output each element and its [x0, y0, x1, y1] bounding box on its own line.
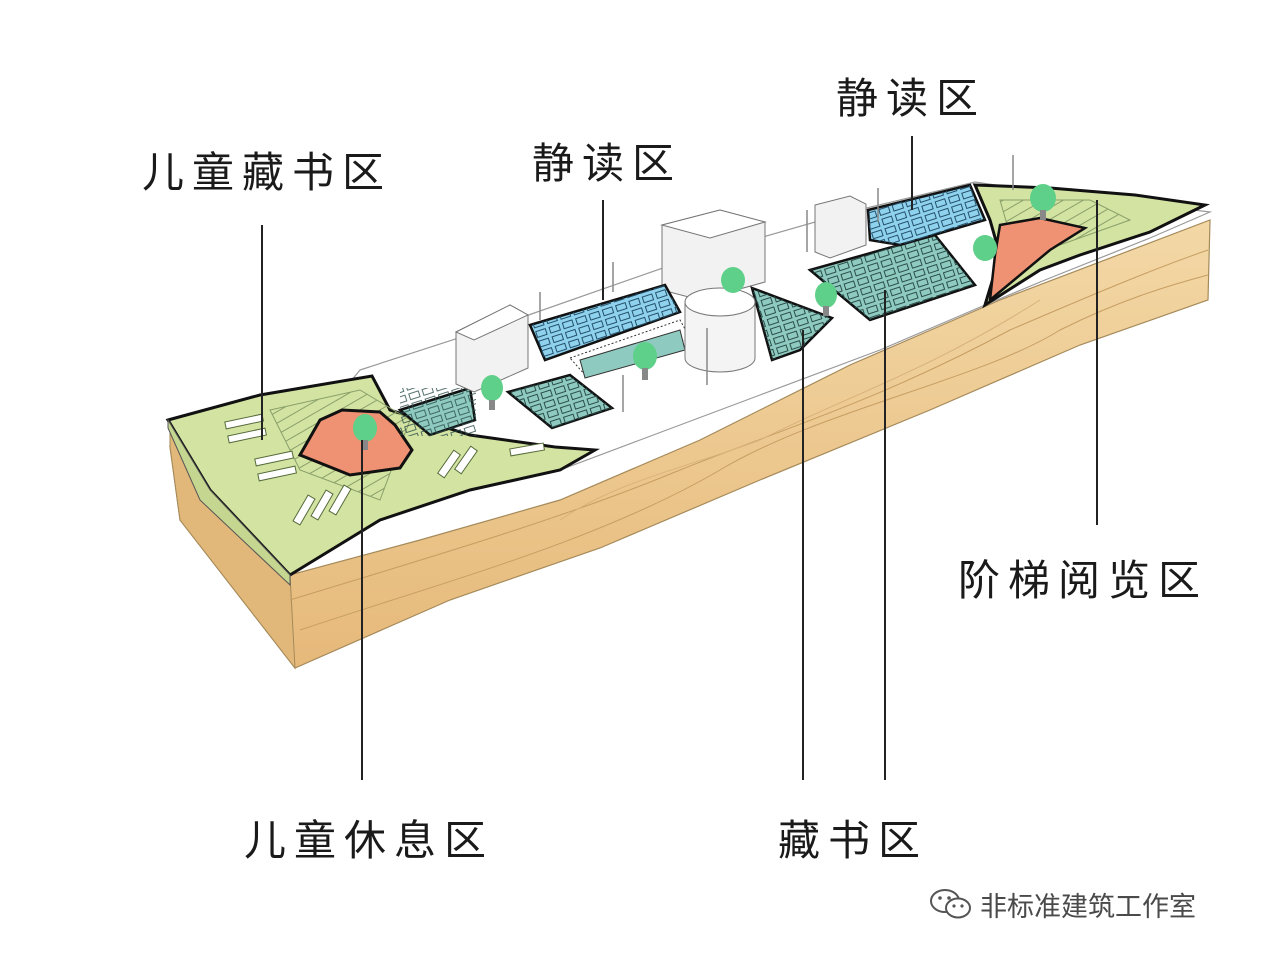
lamp-posts — [539, 155, 1014, 412]
tree-icon — [353, 414, 377, 450]
service-box-right — [814, 195, 867, 259]
service-box-left — [454, 304, 530, 393]
children-rest-zone — [297, 408, 414, 477]
terrain-contour-line — [299, 274, 1209, 631]
label-quiet-reading-center: 静读区 — [532, 139, 683, 188]
children-bookshelves — [224, 413, 546, 526]
wechat-icon — [930, 889, 971, 919]
cylinder-tower — [684, 287, 756, 373]
tree-icon — [815, 282, 837, 316]
tree-icon — [1030, 184, 1056, 220]
tree-icon — [973, 235, 997, 261]
tree-icon — [721, 267, 745, 293]
children-zone-side — [167, 418, 291, 587]
leader-lines — [261, 136, 1098, 780]
terrain-contour-line — [289, 249, 1209, 601]
label-children-stacks: 儿童藏书区 — [142, 148, 393, 197]
stacks-shelf-pattern — [400, 388, 476, 436]
label-book-stacks: 藏书区 — [778, 816, 929, 865]
watermark-text: 非标准建筑工作室 — [980, 891, 1196, 923]
label-tiered-reading: 阶梯阅览区 — [958, 556, 1209, 605]
stacks-shelf-pattern — [508, 375, 612, 428]
watermark: 非标准建筑工作室 — [928, 884, 1196, 924]
stacks-shelf-pattern — [810, 235, 975, 320]
terrain-contour-line — [559, 299, 1041, 521]
reading-shelf-pattern — [530, 285, 680, 360]
tree-icon — [481, 375, 503, 410]
label-quiet-reading-right: 静读区 — [836, 74, 987, 123]
reading-shelf-pattern — [868, 185, 985, 245]
label-children-rest: 儿童休息区 — [244, 816, 495, 865]
service-box-center — [660, 209, 767, 301]
stacks-shelf-pattern — [752, 288, 832, 360]
terrain-front-face — [169, 219, 1211, 669]
tree-icon — [633, 342, 657, 380]
